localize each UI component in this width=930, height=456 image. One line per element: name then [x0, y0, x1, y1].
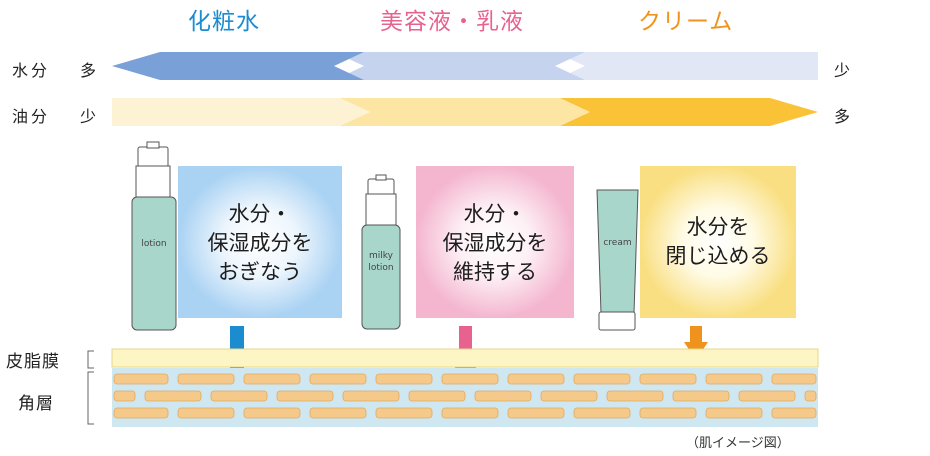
- milky-lotion-bottle-icon: [361, 174, 401, 330]
- bubble-cream: [640, 166, 796, 318]
- moisture-left-word: 多: [80, 61, 97, 80]
- brick-cell: [144, 390, 202, 402]
- sebum-layer: [111, 348, 819, 368]
- bubble-lotion-line1: 水分・: [228, 202, 292, 226]
- oil-left-word: 少: [80, 107, 97, 126]
- skin-caption: （肌イメージ図）: [686, 436, 790, 451]
- brick-cell: [113, 390, 136, 402]
- brick-cell: [804, 390, 817, 402]
- bubble-cream-line1: 水分を: [686, 215, 750, 239]
- brick-cell: [672, 390, 730, 402]
- milky-bottle-label-line2: lotion: [368, 263, 394, 273]
- header-serum-milk: 美容液・乳液: [380, 9, 524, 35]
- bubble-milky-line1: 水分・: [463, 202, 527, 226]
- brick-cell: [474, 390, 532, 402]
- bubble-lotion-line2: 保湿成分を: [207, 231, 313, 255]
- lotion-bottle-icon: [131, 141, 177, 331]
- brick-cell: [408, 390, 466, 402]
- header-cream: クリーム: [638, 9, 734, 35]
- stratum-bracket: [87, 371, 94, 425]
- milky-bottle-label-line1: milky: [369, 251, 393, 261]
- brick-cell: [177, 407, 235, 419]
- milky-bottle-label: milky lotion: [362, 250, 400, 274]
- brick-cell: [705, 373, 763, 385]
- brick-cell: [540, 390, 598, 402]
- cream-tube-label: cream: [603, 238, 632, 248]
- cream-tube-icon: [596, 189, 639, 331]
- brick-cell: [738, 390, 796, 402]
- brick-cell: [639, 373, 697, 385]
- brick-cell: [210, 390, 268, 402]
- brick-cell: [771, 373, 817, 385]
- header-lotion: 化粧水: [188, 9, 260, 35]
- sebum-bracket: [87, 350, 94, 369]
- brick-cell: [771, 407, 817, 419]
- brick-cell: [375, 373, 433, 385]
- brick-cell: [342, 390, 400, 402]
- oil-arrow: [112, 98, 818, 126]
- moisture-right-word: 少: [834, 61, 851, 80]
- brick-cell: [507, 373, 565, 385]
- brick-cell: [243, 407, 301, 419]
- sebum-label: 皮脂膜: [6, 352, 60, 372]
- oil-label: 油分: [12, 107, 51, 126]
- moisture-arrow: [112, 52, 818, 80]
- brick-cell: [113, 407, 169, 419]
- brick-cell: [177, 373, 235, 385]
- stratum-label: 角層: [18, 394, 54, 414]
- brick-cell: [309, 373, 367, 385]
- bubble-milky-text: 水分・ 保湿成分を 維持する: [416, 200, 574, 287]
- brick-cell: [441, 407, 499, 419]
- brick-cell: [639, 407, 697, 419]
- bubble-cream-line2: 閉じ込める: [665, 244, 771, 268]
- brick-cell: [375, 407, 433, 419]
- bubble-milky-line2: 保湿成分を: [442, 231, 548, 255]
- brick-cell: [573, 407, 631, 419]
- bubble-lotion-text: 水分・ 保湿成分を おぎなう: [178, 200, 342, 287]
- bubble-milky-line3: 維持する: [453, 260, 537, 284]
- brick-cell: [276, 390, 334, 402]
- brick-cell: [705, 407, 763, 419]
- oil-right-word: 多: [834, 107, 851, 126]
- stratum-bricks: [113, 373, 817, 419]
- moisture-label: 水分: [12, 61, 51, 80]
- bubble-lotion: [178, 166, 342, 318]
- brick-cell: [507, 407, 565, 419]
- brick-cell: [309, 407, 367, 419]
- brick-cell: [606, 390, 664, 402]
- brick-cell: [243, 373, 301, 385]
- bubble-milky: [416, 166, 574, 318]
- lotion-bottle-label: lotion: [141, 239, 167, 249]
- bubble-cream-text: 水分を 閉じ込める: [640, 213, 796, 271]
- brick-cell: [441, 373, 499, 385]
- bubble-lotion-line3: おぎなう: [218, 260, 302, 284]
- brick-cell: [573, 373, 631, 385]
- brick-cell: [113, 373, 169, 385]
